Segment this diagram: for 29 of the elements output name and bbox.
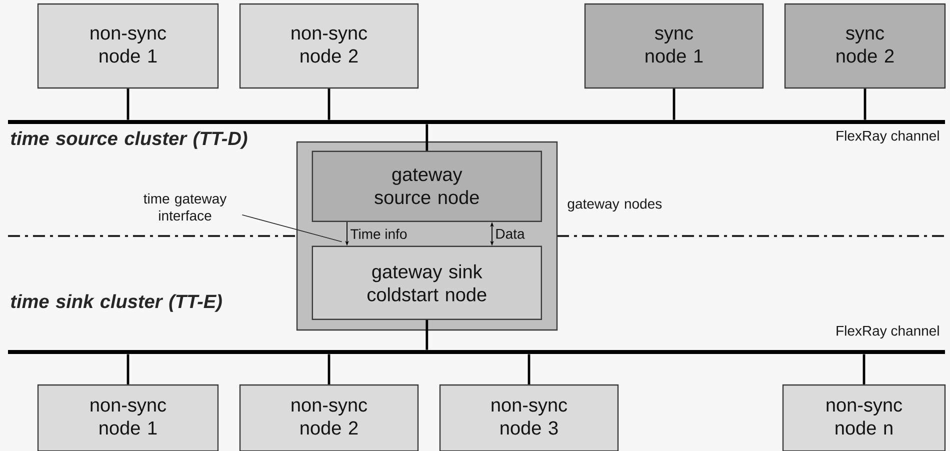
node-box: non-sync node 3 xyxy=(439,384,619,451)
node-box: non-sync node 2 xyxy=(239,3,419,89)
connector-line xyxy=(426,320,428,350)
connector-line xyxy=(862,354,866,384)
connector-line xyxy=(528,354,530,384)
connector-line xyxy=(672,88,676,120)
connector-line xyxy=(864,88,866,120)
edge-label: Data xyxy=(496,229,525,239)
node-box: sync node 1 xyxy=(584,3,764,89)
cluster-label: time sink cluster (TT-E) xyxy=(11,294,222,312)
node-box: non-sync node n xyxy=(782,384,946,451)
connector-line xyxy=(328,88,330,120)
side-label: gateway nodes xyxy=(568,198,662,212)
leader-line xyxy=(242,214,342,242)
node-box: gateway source node xyxy=(312,150,542,222)
connector-line xyxy=(126,354,130,384)
node-box: non-sync node 2 xyxy=(239,384,419,451)
node-box: sync node 2 xyxy=(784,3,946,89)
node-box: non-sync node 1 xyxy=(37,384,219,451)
node-box: gateway sink coldstart node xyxy=(312,246,542,320)
side-label: FlexRay channel xyxy=(836,325,939,339)
node-box: non-sync node 1 xyxy=(37,3,219,89)
side-label: FlexRay channel xyxy=(836,130,939,144)
cluster-label: time source cluster (TT-D) xyxy=(11,131,248,149)
edge-label: Time info xyxy=(350,228,407,240)
connector-line xyxy=(126,88,130,120)
connector-line xyxy=(426,124,428,151)
annotation-text: time gateway interface xyxy=(144,193,227,221)
connector-line xyxy=(328,354,330,384)
